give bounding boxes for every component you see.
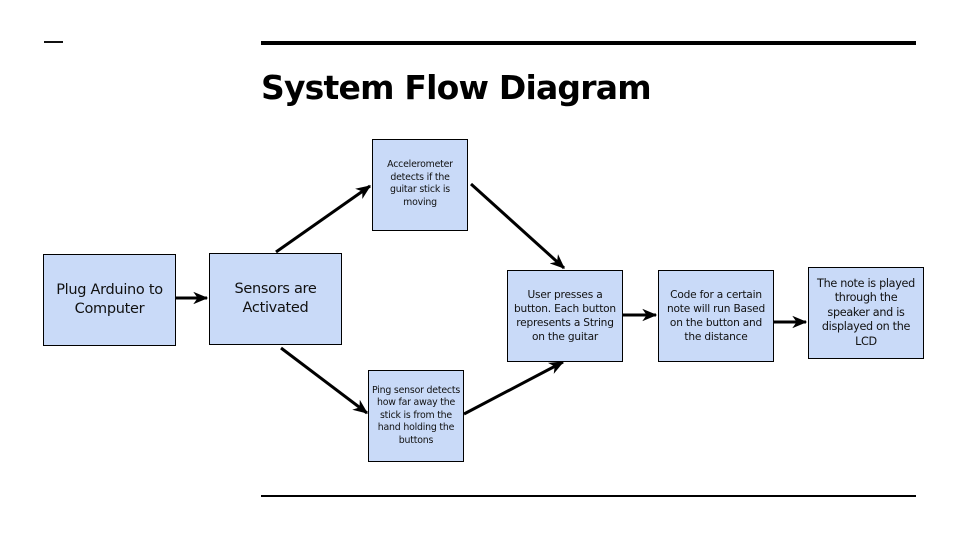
node-label: Plug Arduino to Computer <box>56 282 163 317</box>
node-label: Accelerometer detects if the guitar stic… <box>387 159 453 208</box>
slide-accent-dash <box>44 41 63 43</box>
node-plug-arduino: Plug Arduino to Computer <box>43 254 176 346</box>
node-user-presses-button: User presses a button. Each button repre… <box>507 270 623 362</box>
edge-accel-to-user <box>469 182 566 270</box>
top-divider <box>261 41 916 45</box>
node-label: Sensors are Activated <box>234 281 317 316</box>
node-label: Code for a certain note will run Based o… <box>667 289 765 343</box>
edge-sensors-to-accel <box>275 184 372 254</box>
edge-sensors-to-ping <box>280 346 368 415</box>
slide-title: System Flow Diagram <box>261 68 652 107</box>
node-sensors-activated: Sensors are Activated <box>209 253 342 345</box>
bottom-divider <box>261 495 916 497</box>
node-label: The note is played through the speaker a… <box>817 276 915 348</box>
edge-ping-to-user <box>463 360 565 416</box>
node-accelerometer: Accelerometer detects if the guitar stic… <box>372 139 468 231</box>
node-ping-sensor: Ping sensor detects how far away the sti… <box>368 370 464 462</box>
node-label: Ping sensor detects how far away the sti… <box>371 384 461 446</box>
node-note-played: The note is played through the speaker a… <box>808 267 924 359</box>
node-code-runs: Code for a certain note will run Based o… <box>658 270 774 362</box>
node-label: User presses a button. Each button repre… <box>514 289 616 343</box>
